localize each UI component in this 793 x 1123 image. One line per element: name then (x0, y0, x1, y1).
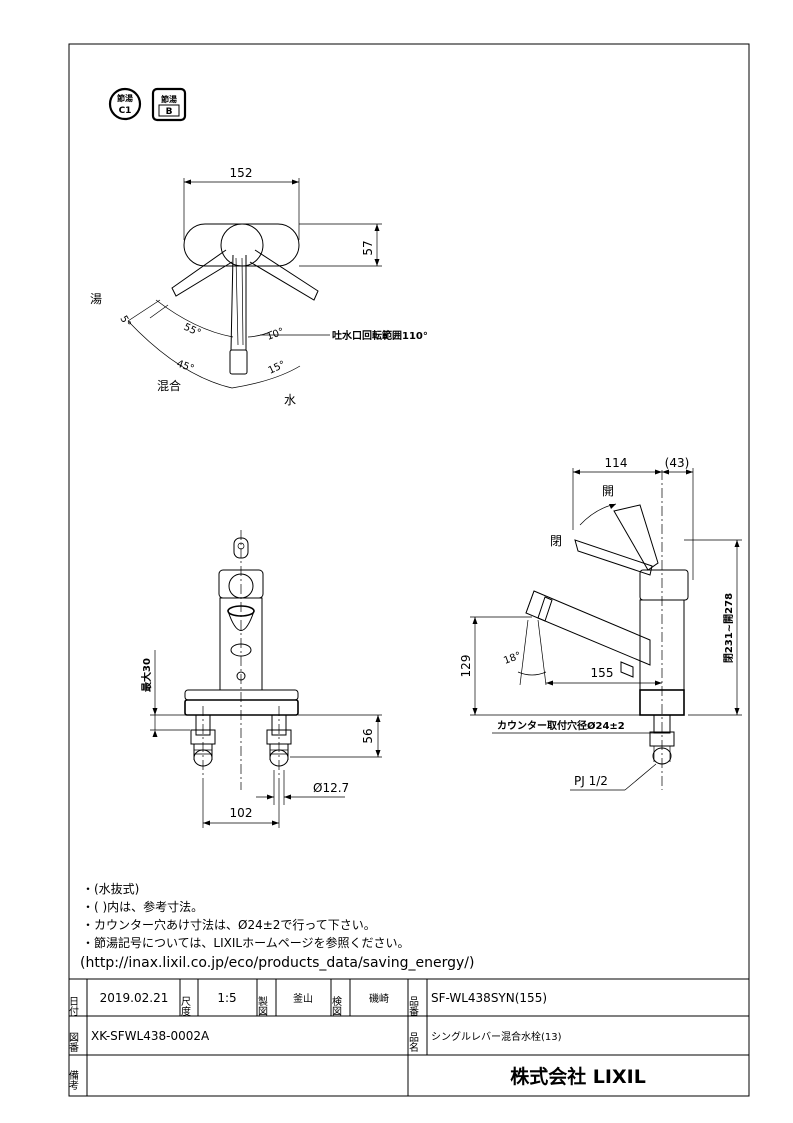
part-no-label: 品番 (407, 996, 419, 1017)
note-5: (http://inax.lixil.co.jp/eco/products_da… (80, 955, 474, 971)
angle-5: 5° (117, 314, 132, 329)
label-open: 開 (602, 484, 614, 498)
drawing-border (68, 43, 750, 1097)
remarks-label: 備考 (67, 1069, 79, 1091)
badge-c1-bottom: C1 (119, 106, 132, 116)
dim-max30: 最大30 (140, 658, 153, 692)
badge-b-top: 節湯 (161, 94, 177, 104)
front-view: 最大30 56 Ø12.7 102 (140, 530, 382, 828)
side-view: 114 (43) 開 閉 閉231~開278 129 (459, 456, 742, 791)
scale-value: 1:5 (217, 991, 236, 1005)
counter-hole-diameter: カウンター取付穴径Ø24±2 (497, 719, 625, 732)
dim-56: 56 (361, 728, 375, 743)
angle-55: 55° (182, 322, 203, 339)
top-view: 152 57 湯 混合 水 5° 55° 45° 10° 15° 吐水口回転範囲… (90, 166, 428, 407)
scale-label: 尺度 (179, 996, 191, 1017)
pipe-thread-pj12: PJ 1/2 (574, 774, 608, 788)
dim-155: 155 (591, 666, 614, 680)
badge-b-bottom: B (166, 107, 173, 117)
label-hot: 湯 (90, 292, 102, 306)
checked-label: 検図 (330, 995, 342, 1016)
dim-102: 102 (230, 806, 253, 820)
drawing-no-label: 図番 (67, 1032, 79, 1053)
label-closed: 閉 (550, 534, 562, 548)
angle-18: 18° (502, 650, 522, 666)
badge-c1-top: 節湯 (117, 93, 133, 103)
angle-10: 10° (265, 326, 285, 342)
drawing-number: XK-SFWL438-0002A (91, 1029, 210, 1043)
date-label: 日付 (67, 996, 79, 1017)
checked-by: 磯崎 (369, 992, 389, 1005)
dim-depth-57: 57 (361, 240, 375, 255)
dim-114: 114 (605, 456, 628, 470)
date-value: 2019.02.21 (100, 991, 169, 1005)
note-2: ・( )内は、参考寸法。 (82, 899, 203, 914)
dim-43: (43) (665, 456, 690, 470)
company-name: 株式会社 LIXIL (510, 1065, 646, 1088)
product-name: シングルレバー混合水栓(13) (431, 1030, 562, 1043)
notes: ・(水抜式) ・( )内は、参考寸法。 ・カウンター穴あけ寸法は、Ø24±2で行… (80, 882, 474, 971)
dim-width-152: 152 (230, 166, 253, 180)
dim-diameter-12-7: Ø12.7 (313, 781, 349, 795)
water-saving-badge-b: 節湯 B (151, 87, 187, 122)
spout-rotation-range: 吐水口回転範囲110° (332, 329, 428, 342)
title-block: 日付 2019.02.21 尺度 1:5 製図 釜山 検図 磯崎 品番 SF-W… (67, 978, 749, 1096)
drawn-label: 製図 (256, 995, 268, 1016)
product-name-label: 品名 (407, 1032, 419, 1053)
angle-45: 45° (175, 358, 195, 374)
note-1: ・(水抜式) (82, 882, 139, 896)
note-4: ・節湯記号については、LIXILホームページを参照ください。 (82, 935, 409, 950)
label-cold: 水 (284, 393, 296, 407)
drawn-by: 釜山 (293, 992, 313, 1005)
note-3: ・カウンター穴あけ寸法は、Ø24±2で行って下さい。 (82, 917, 376, 932)
dim-129: 129 (459, 655, 473, 678)
part-number: SF-WL438SYN(155) (431, 991, 547, 1005)
label-mix: 混合 (157, 378, 181, 393)
dim-height: 閉231~開278 (723, 593, 735, 663)
water-saving-badge-c1: 節湯 C1 (108, 87, 142, 121)
